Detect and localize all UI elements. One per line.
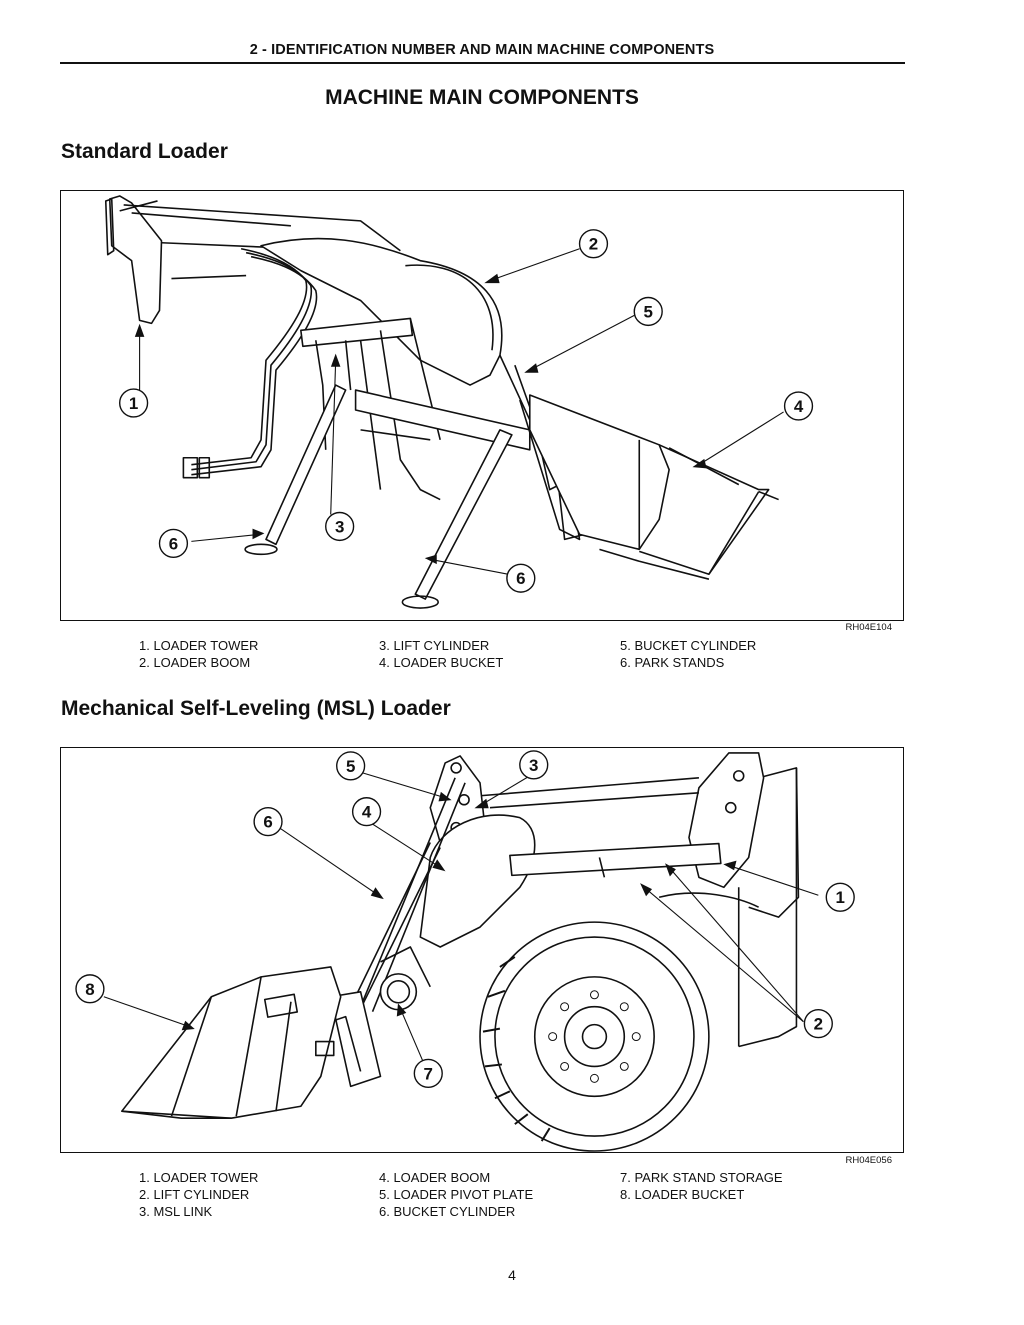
legend-item: 4. LOADER BUCKET — [379, 655, 504, 670]
callout-8 — [75, 974, 105, 1004]
callout-1 — [118, 388, 149, 418]
figure-code-msl: RH04E056 — [845, 1155, 892, 1166]
callout-label-5: 5 — [644, 302, 653, 321]
callout-label-6a: 6 — [169, 534, 178, 553]
callout-5 — [336, 751, 366, 781]
callout-6a — [158, 528, 189, 558]
msl-loader-drawing: 1 2 3 4 5 6 7 8 — [75, 750, 855, 1152]
legend-item: 6. PARK STANDS — [620, 655, 725, 670]
callout-label-6: 6 — [263, 813, 272, 832]
standard-loader-legend: 1. LOADER TOWER 2. LOADER BOOM 3. LIFT C… — [139, 637, 839, 677]
callout-label-6b: 6 — [516, 569, 525, 588]
callout-2 — [803, 1009, 833, 1039]
callout-label-7: 7 — [424, 1064, 433, 1083]
legend-item: 2. LIFT CYLINDER — [139, 1187, 250, 1202]
standard-loader-drawing: 1 2 3 4 5 6 6 — [104, 195, 814, 609]
header-rule — [60, 62, 905, 64]
legend-item: 5. BUCKET CYLINDER — [620, 638, 757, 653]
callout-3 — [325, 511, 355, 542]
callout-label-3: 3 — [529, 756, 538, 775]
legend-item: 1. LOADER TOWER — [139, 1170, 259, 1185]
callout-label-8: 8 — [85, 980, 94, 999]
callout-1 — [825, 882, 855, 912]
section-heading-msl-loader: Mechanical Self-Leveling (MSL) Loader — [61, 697, 451, 720]
legend-item: 6. BUCKET CYLINDER — [379, 1204, 516, 1219]
callout-5 — [633, 296, 663, 327]
msl-loader-legend: 1. LOADER TOWER 2. LIFT CYLINDER 3. MSL … — [139, 1169, 839, 1223]
callout-4 — [351, 797, 382, 827]
legend-item: 8. LOADER BUCKET — [620, 1187, 745, 1202]
msl-loader-figure: 1 2 3 4 5 6 7 8 — [60, 747, 904, 1153]
callout-label-4: 4 — [362, 803, 372, 822]
legend-item: 7. PARK STAND STORAGE — [620, 1170, 783, 1185]
legend-item: 2. LOADER BOOM — [139, 655, 251, 670]
section-heading-standard-loader: Standard Loader — [61, 140, 228, 163]
legend-item: 4. LOADER BOOM — [379, 1170, 491, 1185]
legend-item: 3. MSL LINK — [139, 1204, 213, 1219]
callout-label-4: 4 — [794, 397, 804, 416]
callout-6b — [506, 563, 536, 593]
callout-label-1: 1 — [129, 394, 138, 413]
callout-2 — [578, 229, 609, 259]
standard-loader-figure: 1 2 3 4 5 6 6 — [60, 190, 904, 621]
page-title: MACHINE MAIN COMPONENTS — [325, 86, 639, 109]
running-header: 2 - IDENTIFICATION NUMBER AND MAIN MACHI… — [249, 42, 715, 58]
callout-label-2: 2 — [814, 1015, 823, 1034]
callout-4 — [783, 391, 814, 421]
callout-6 — [253, 807, 283, 837]
callout-label-1: 1 — [836, 888, 845, 907]
callout-3 — [519, 750, 549, 780]
page-number: 4 — [508, 1267, 516, 1283]
callout-label-3: 3 — [335, 517, 344, 536]
callout-label-5: 5 — [346, 757, 355, 776]
legend-item: 5. LOADER PIVOT PLATE — [379, 1187, 534, 1202]
callout-7 — [413, 1058, 443, 1089]
legend-item: 1. LOADER TOWER — [139, 638, 259, 653]
figure-code-standard: RH04E104 — [845, 622, 892, 633]
legend-item: 3. LIFT CYLINDER — [379, 638, 490, 653]
callout-label-2: 2 — [589, 235, 598, 254]
